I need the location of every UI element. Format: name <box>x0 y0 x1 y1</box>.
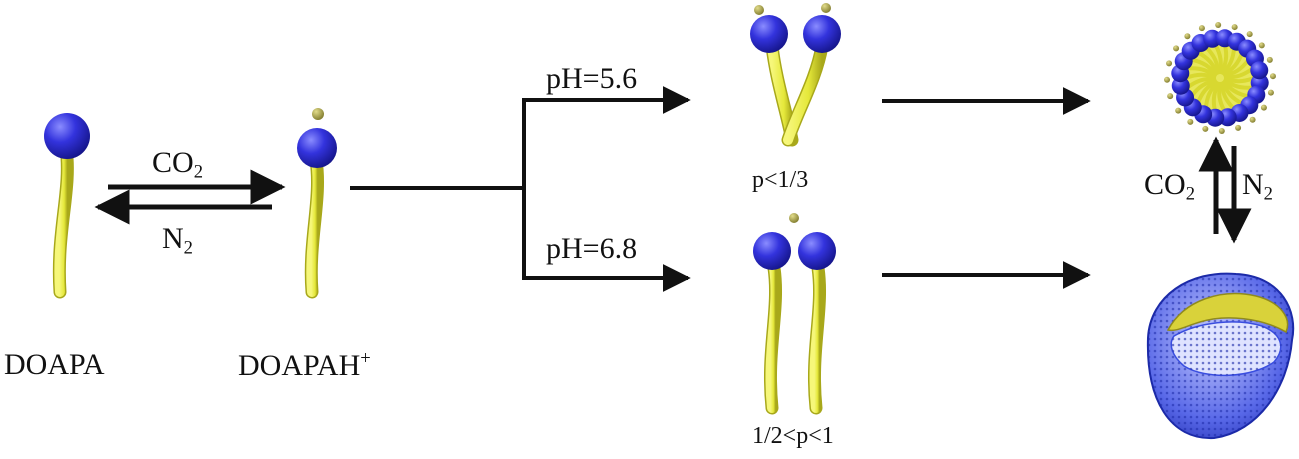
bottom-pair-head-right <box>798 232 836 270</box>
micelle-tail <box>1224 76 1256 84</box>
micelle-proton <box>1173 45 1180 52</box>
micelle-tail <box>1195 50 1219 76</box>
micelle-head <box>1250 61 1269 80</box>
micelle-proton <box>1166 60 1173 67</box>
micelle-proton <box>1187 118 1194 125</box>
doapa-head <box>44 113 90 159</box>
vesicle-bilayer <box>1166 292 1289 334</box>
label-n2-down: N2 <box>1242 170 1273 204</box>
top-pair-head-left <box>750 15 788 53</box>
label-doapah-charge: + <box>360 348 371 369</box>
doapah-molecule <box>297 108 337 299</box>
label-doapah: DOAPAH+ <box>238 348 371 383</box>
micelle-proton <box>1184 33 1191 40</box>
label-co2-forward-sub: 2 <box>193 161 203 183</box>
label-doapa: DOAPA <box>4 348 105 381</box>
micelle-tail <box>1184 72 1216 80</box>
micelle-proton <box>1164 76 1171 83</box>
label-co2-up-text: CO <box>1144 168 1186 201</box>
equilibrium-arrows-left <box>94 169 286 225</box>
label-packing-high: 1/2<p<1 <box>752 423 834 449</box>
label-packing-low: p<1/3 <box>752 167 809 193</box>
top-pair-proton-right <box>821 3 831 13</box>
label-doapah-text: DOAPAH <box>238 349 361 383</box>
label-ph-high: pH=6.8 <box>546 232 638 265</box>
micelle-proton <box>1231 24 1238 31</box>
micelle-proton <box>1260 104 1267 111</box>
top-pair-head-right <box>803 15 841 53</box>
label-n2-reverse-sub: 2 <box>183 237 193 259</box>
label-ph-low: pH=5.6 <box>546 62 638 95</box>
micelle-proton <box>1258 42 1265 49</box>
micelle-proton <box>1198 25 1205 32</box>
micelle-proton <box>1269 73 1276 80</box>
micelle-proton <box>1202 125 1209 132</box>
label-n2-reverse: N2 <box>162 224 193 258</box>
bottom-pair-proton <box>789 213 799 223</box>
label-n2-down-sub: 2 <box>1263 183 1273 205</box>
micelle-tail <box>1203 45 1220 75</box>
micelle-tail <box>1213 42 1223 75</box>
bottom-pair-head-left <box>753 232 791 270</box>
micelle-tail <box>1220 81 1237 111</box>
micelle-tail <box>1221 80 1245 106</box>
label-co2-forward-text: CO <box>152 146 194 179</box>
micelle-tail <box>1189 57 1217 77</box>
micelle-proton <box>1246 31 1253 38</box>
molecule-pair-top <box>750 3 841 147</box>
doapa-molecule <box>44 113 90 299</box>
micelle-proton <box>1266 56 1273 63</box>
micelle <box>1164 22 1276 134</box>
micelle-tail <box>1223 79 1251 99</box>
top-pair-proton-left <box>754 5 764 15</box>
branch-connector <box>350 86 691 292</box>
equilibrium-arrows-right <box>1198 136 1252 244</box>
micelle-tail <box>1223 77 1255 90</box>
micelle-proton <box>1167 93 1174 100</box>
micelle-tail <box>1217 81 1227 114</box>
molecule-pair-bottom <box>753 213 836 415</box>
label-n2-reverse-text: N <box>162 222 184 255</box>
doapah-head <box>297 128 337 168</box>
label-co2-up-sub: 2 <box>1185 183 1195 205</box>
vesicle <box>1146 272 1295 440</box>
label-co2-forward: CO2 <box>152 148 203 182</box>
micelle-proton <box>1267 89 1274 96</box>
micelle-proton <box>1235 124 1242 131</box>
micelle-proton <box>1215 22 1222 29</box>
micelle-proton <box>1175 107 1182 114</box>
label-co2-up: CO2 <box>1144 170 1195 204</box>
micelle-tail <box>1185 66 1217 79</box>
label-n2-down-text: N <box>1242 168 1264 201</box>
micelle-proton <box>1249 116 1256 123</box>
doapah-proton <box>312 108 324 120</box>
micelle-proton <box>1218 127 1225 134</box>
